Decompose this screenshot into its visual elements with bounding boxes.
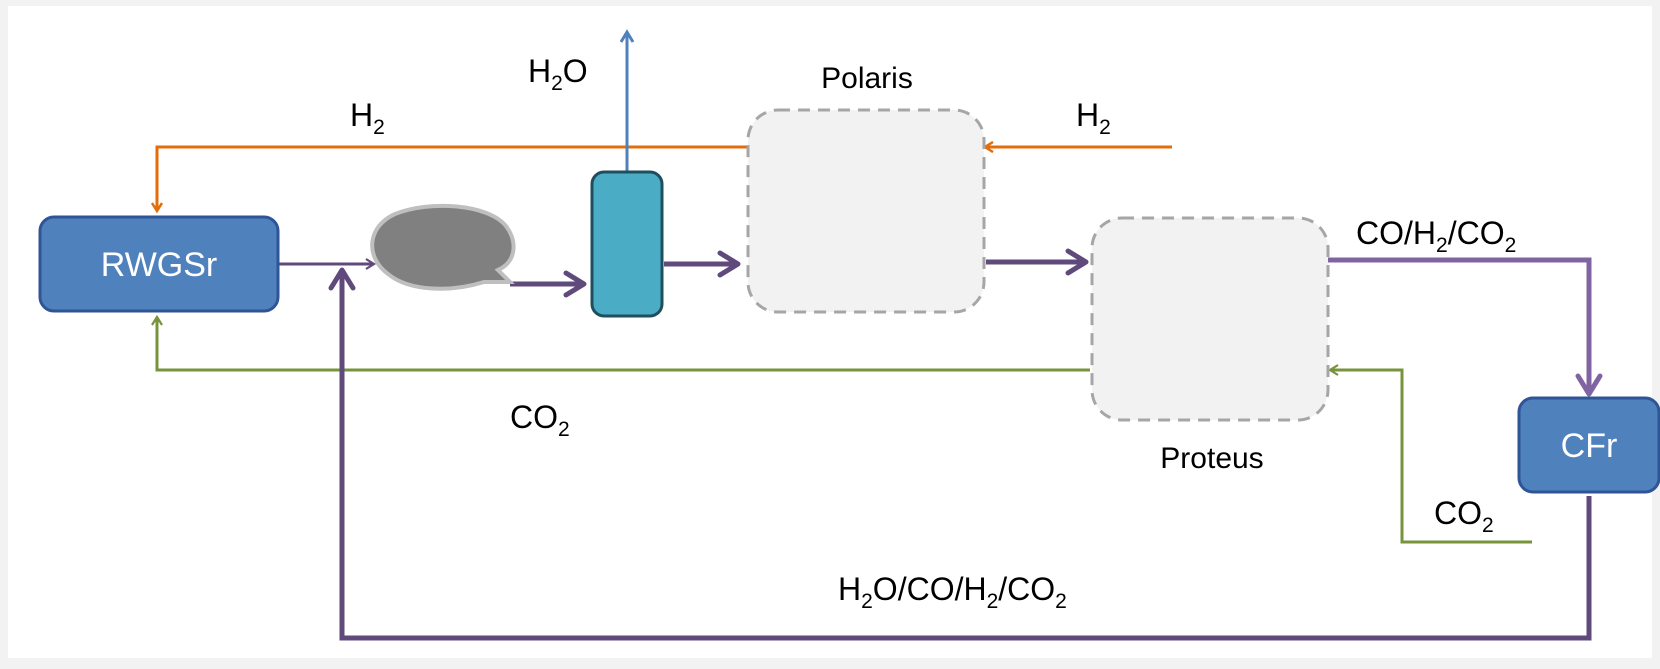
co2-feed-label-sub: 2 [1482, 514, 1494, 537]
polaris-module [746, 108, 986, 314]
co2-recycle-label: CO2 [510, 399, 570, 441]
h2-recycle-line [157, 145, 750, 211]
h2-recycle-label-sub: 2 [373, 116, 385, 139]
co2-feed-label-main: CO [1434, 495, 1482, 531]
water-out-label-sub: 2 [551, 72, 563, 95]
recycle-line [328, 267, 1592, 641]
h2-recycle-label: H2 [350, 97, 385, 139]
co2-recycle-label-main: CO [510, 399, 558, 435]
h2-recycle-label-main: H [350, 97, 373, 133]
proteus-module [1090, 216, 1330, 422]
proteus-label: Proteus [1160, 442, 1263, 475]
water-out-label: H2O [528, 53, 588, 95]
rwgsr-label: RWGSr [101, 246, 217, 284]
co2-recycle-label-sub: 2 [558, 418, 570, 441]
cfr-label: CFr [1561, 427, 1618, 465]
rwgsr-reactor [38, 215, 280, 313]
syngas-label-s1: 2 [1436, 234, 1448, 257]
syngas-label-p2: /CO [1448, 215, 1505, 251]
syngas-label-s2: 2 [1505, 234, 1517, 257]
h2-feed-label: H2 [1076, 97, 1111, 139]
recycle-label-p1: H [838, 571, 861, 607]
co2-recycle-line [151, 314, 1090, 372]
diagram-background [8, 6, 1652, 658]
syngas-label: CO/H2/CO2 [1356, 215, 1516, 257]
co2-feed-line [1327, 364, 1532, 544]
recycle-label-p2: O/CO/H [873, 571, 987, 607]
water-out-label-tail: O [563, 53, 588, 89]
cfr-reactor [1517, 396, 1660, 494]
water-out-label-main: H [528, 53, 551, 89]
separator-vessel [370, 203, 516, 291]
recycle-label-s1: 2 [861, 590, 873, 613]
knockout-column [590, 170, 664, 318]
recycle-label-p3: /CO [998, 571, 1055, 607]
recycle-label: H2O/CO/H2/CO2 [838, 571, 1067, 613]
syngas-line [1328, 257, 1603, 397]
co2-feed-label: CO2 [1434, 495, 1494, 537]
recycle-label-s3: 2 [1055, 590, 1067, 613]
recycle-label-s2: 2 [987, 590, 999, 613]
h2-feed-label-sub: 2 [1099, 116, 1111, 139]
h2-feed-label-main: H [1076, 97, 1099, 133]
syngas-label-p1: CO/H [1356, 215, 1436, 251]
polaris-label: Polaris [821, 62, 913, 95]
